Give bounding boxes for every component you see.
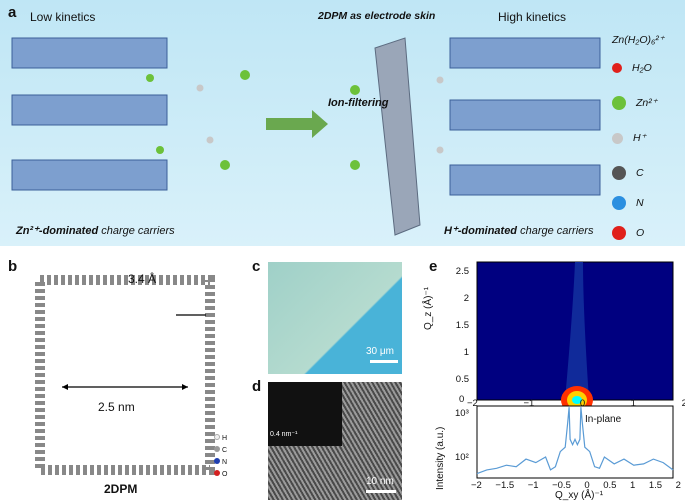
scale-label-c: 30 μm xyxy=(366,346,394,357)
panel-a-illustration xyxy=(11,37,601,236)
panel-letter-d: d xyxy=(252,378,262,395)
right-layers xyxy=(449,37,601,196)
spacing-label: 3.4 Å xyxy=(128,272,157,286)
left-caption: Zn²⁺-dominated charge carriers xyxy=(16,225,175,237)
panel-letter-c: c xyxy=(252,258,261,275)
legend-item-water: H₂O xyxy=(612,62,652,74)
h-atom-icon xyxy=(214,434,220,440)
h-ball-icon xyxy=(612,132,623,144)
top-ylabel: Q_z (Å)⁻¹ xyxy=(423,286,434,330)
panel-a: a Low kinetics 2DPM as electrode skin Hi… xyxy=(0,0,685,246)
c-ball-icon xyxy=(612,166,626,180)
n-atom-icon xyxy=(214,458,220,464)
element-legend: H C N O xyxy=(214,433,227,481)
top-ytick-0: 0 xyxy=(459,394,465,405)
2dpm-structure xyxy=(35,275,215,475)
top-yticks: 2.5 2 1.5 1 0.5 xyxy=(455,266,469,385)
membrane xyxy=(374,37,421,236)
legend-item-zn: Zn²⁺ xyxy=(612,96,657,110)
panel-d: d 0.4 nm⁻¹ 10 nm xyxy=(252,378,402,500)
left-layers xyxy=(11,37,168,191)
c-atom-icon xyxy=(214,446,220,452)
legend-item-zn-hydrate: Zn(H₂O)₆²⁺ xyxy=(612,34,665,46)
ion-filter-arrow xyxy=(266,110,328,138)
saed-inset xyxy=(268,382,342,446)
optical-image xyxy=(268,262,402,374)
water-ball-icon xyxy=(612,63,622,73)
legend-item-n: N xyxy=(612,196,644,210)
in-plane-label: In-plane xyxy=(585,414,622,425)
panel-letter-b: b xyxy=(8,258,18,275)
scale-label-d: 10 nm xyxy=(366,476,394,487)
o-ball-icon xyxy=(612,226,626,240)
right-title: High kinetics xyxy=(498,10,567,24)
center-title: 2DPM as electrode skin xyxy=(318,10,436,22)
gixd-figure xyxy=(476,261,674,479)
pore-label: 2.5 nm xyxy=(98,400,135,414)
n-ball-icon xyxy=(612,196,626,210)
2dpm-name: 2DPM xyxy=(104,482,138,496)
bottom-ytick-1000: 10³ xyxy=(455,408,469,419)
arrow-label: Ion-filtering xyxy=(328,97,389,109)
bottom-xlabel: Q_xy (Å)⁻¹ xyxy=(555,490,604,501)
panel-c: c 30 μm xyxy=(252,256,402,374)
in-plane-plot-frame xyxy=(476,405,674,479)
zn-ball-icon xyxy=(612,96,626,110)
inset-scale-label: 0.4 nm⁻¹ xyxy=(270,431,298,438)
legend-item-c: C xyxy=(612,166,644,180)
legend-item-o: O xyxy=(612,226,644,240)
bottom-ytick-100: 10² xyxy=(455,452,469,463)
bottom-xticks: −2 −1.5 −1 −0.5 0 0.5 1 1.5 2 xyxy=(471,480,681,491)
in-plane-series xyxy=(476,407,674,475)
panel-e: e 2.5 2 1.5 1 0.5 0 −2 −1 0 1 2 Q_z (Å)⁻… xyxy=(405,250,685,502)
scale-bar-d xyxy=(366,490,396,493)
panel-letter-e: e xyxy=(429,258,438,275)
scale-bar-c xyxy=(370,360,398,363)
bottom-ylabel: Intensity (a.u.) xyxy=(435,426,446,490)
o-atom-icon xyxy=(214,470,220,476)
panel-letter-a: a xyxy=(8,4,17,21)
legend-item-h: H⁺ xyxy=(612,132,646,144)
left-title: Low kinetics xyxy=(30,10,96,24)
top-xticks: −2 −1 0 1 2 xyxy=(467,398,685,409)
right-caption: H⁺-dominated charge carriers xyxy=(444,225,594,237)
panel-b: b 3.4 Å 2.5 nm 2DPM H C N O xyxy=(0,250,258,502)
